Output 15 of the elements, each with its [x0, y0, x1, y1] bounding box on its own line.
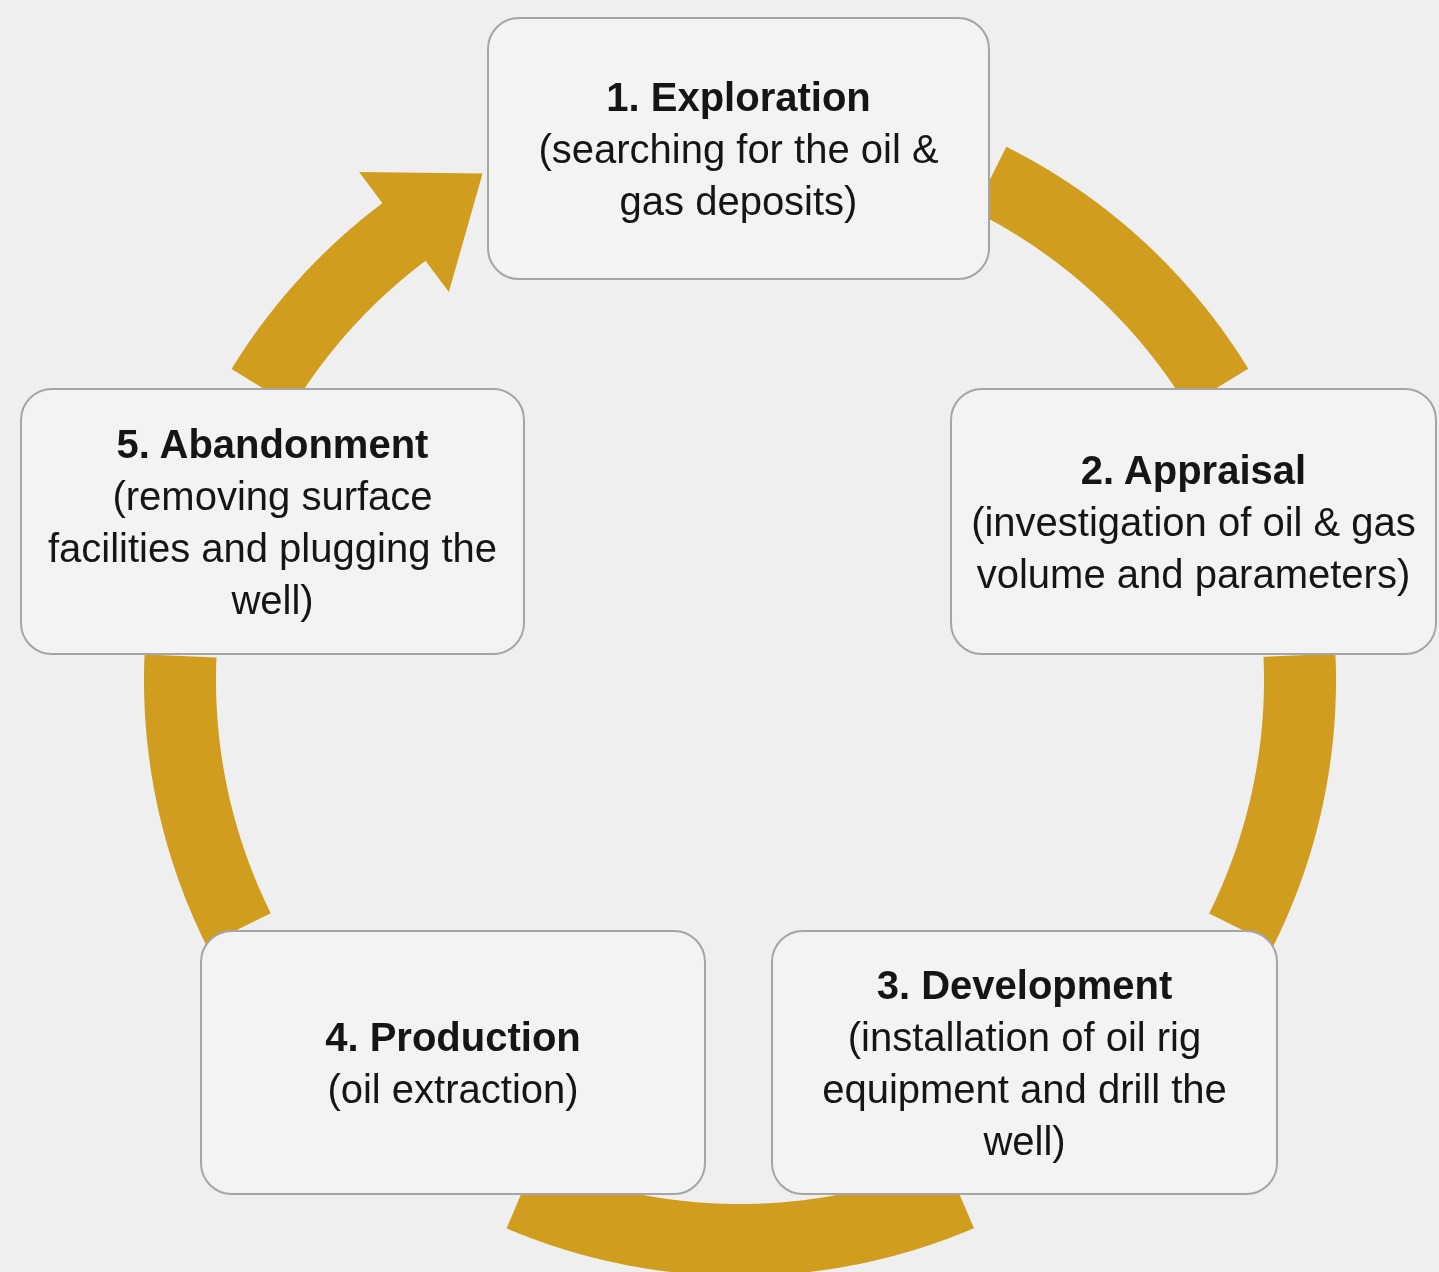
- stage-title: 1. Exploration: [606, 73, 871, 121]
- stage-description: (oil extraction): [327, 1065, 579, 1113]
- stage-title: 2. Appraisal: [1080, 446, 1307, 494]
- stage-description: (investigation of oil & gas volume and parameters): [970, 498, 1417, 598]
- stage-title: 4. Production: [325, 1013, 581, 1061]
- stage-description: (installation of oil rig equipment and drill the well): [821, 1013, 1228, 1165]
- stage-title: 5. Abandonment: [116, 420, 429, 468]
- stage-title: 3. Development: [876, 961, 1173, 1009]
- stage-description: (searching for the oil & gas deposits): [537, 125, 940, 225]
- stage-box: [200, 930, 706, 1195]
- stage-description: (removing surface facilities and plugging the well): [46, 472, 499, 624]
- stage-box: [771, 930, 1278, 1195]
- stage-box: [950, 388, 1437, 655]
- stage-box: [20, 388, 525, 655]
- stage-box: [487, 17, 990, 280]
